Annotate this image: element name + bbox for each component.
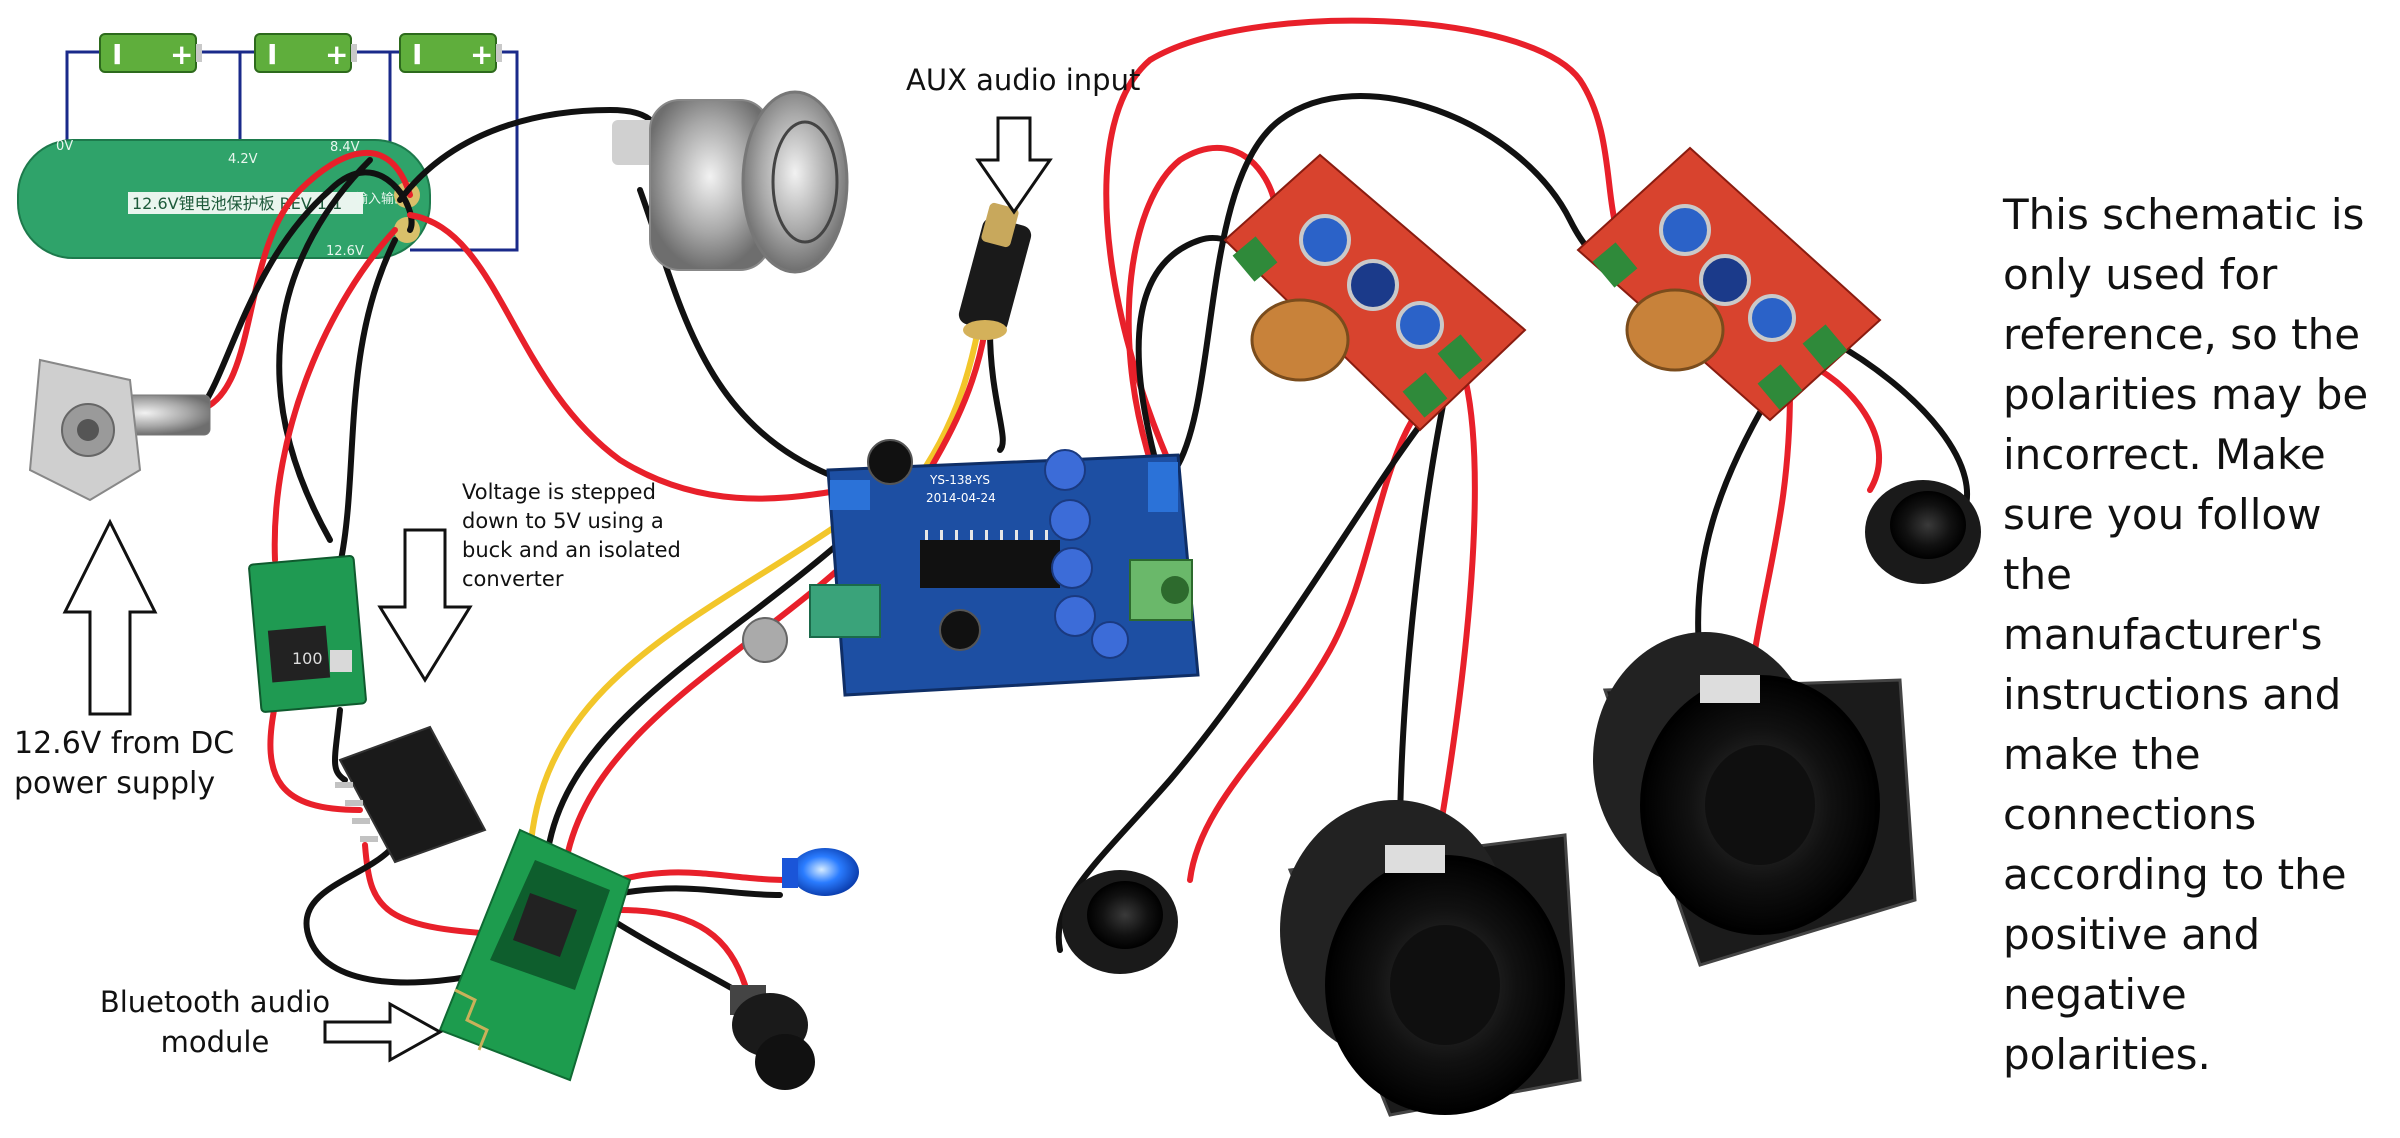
svg-text:I: I	[412, 38, 422, 71]
svg-text:+: +	[470, 38, 493, 71]
bms-pad-label: 12.6V	[326, 244, 364, 259]
bms-pad-label: 8.4V	[330, 140, 360, 155]
tweeter-left	[1062, 870, 1178, 974]
svg-text:I: I	[112, 38, 122, 71]
arrow-right-bluetooth-icon	[323, 1001, 444, 1063]
arrow-up-dc-icon	[62, 518, 158, 716]
aux-audio-jack	[958, 202, 1032, 340]
blue-led	[782, 848, 859, 896]
reference-note: This schematic is only used for referenc…	[2003, 190, 2369, 1079]
bms-pad-label: 4.2V	[228, 152, 258, 167]
aux-input-label: AUX audio input	[906, 63, 1141, 97]
woofer-right	[1593, 632, 1917, 967]
metal-power-switch	[612, 90, 849, 274]
bluetooth-module	[438, 828, 632, 1082]
woofer-left	[1280, 800, 1582, 1117]
bms-protection-board: 12.6V锂电池保护板 REV 1.1 0V 4.2V 8.4V 12.6V 输…	[17, 139, 431, 259]
crossover-board-1	[1223, 153, 1527, 432]
amp-model: YS-138-YS	[929, 473, 990, 487]
bluetooth-module-label: Bluetooth audio module	[99, 985, 331, 1059]
svg-text:100: 100	[292, 649, 323, 668]
crossover-board-2	[1576, 146, 1882, 422]
svg-text:I: I	[267, 38, 277, 71]
svg-text:+: +	[170, 38, 193, 71]
arrow-down-converter-icon	[377, 528, 473, 683]
amplifier-board: YS-138-YS 2014-04-24	[742, 439, 1200, 697]
arrow-down-aux-icon	[975, 116, 1053, 215]
battery-pack: I + I + I +	[65, 33, 519, 252]
amp-date: 2014-04-24	[926, 491, 996, 505]
tweeter-right	[1865, 480, 1981, 584]
dc-power-jack	[28, 358, 211, 502]
svg-text:+: +	[325, 38, 348, 71]
push-button	[730, 985, 815, 1090]
dc-supply-label: 12.6V from DC power supply	[14, 726, 235, 801]
isolated-converter	[335, 725, 487, 864]
buck-converter: 100	[248, 554, 367, 713]
voltage-note-label: Voltage is stepped down to 5V using a bu…	[462, 480, 681, 591]
bms-pad-label: 0V	[56, 139, 73, 154]
